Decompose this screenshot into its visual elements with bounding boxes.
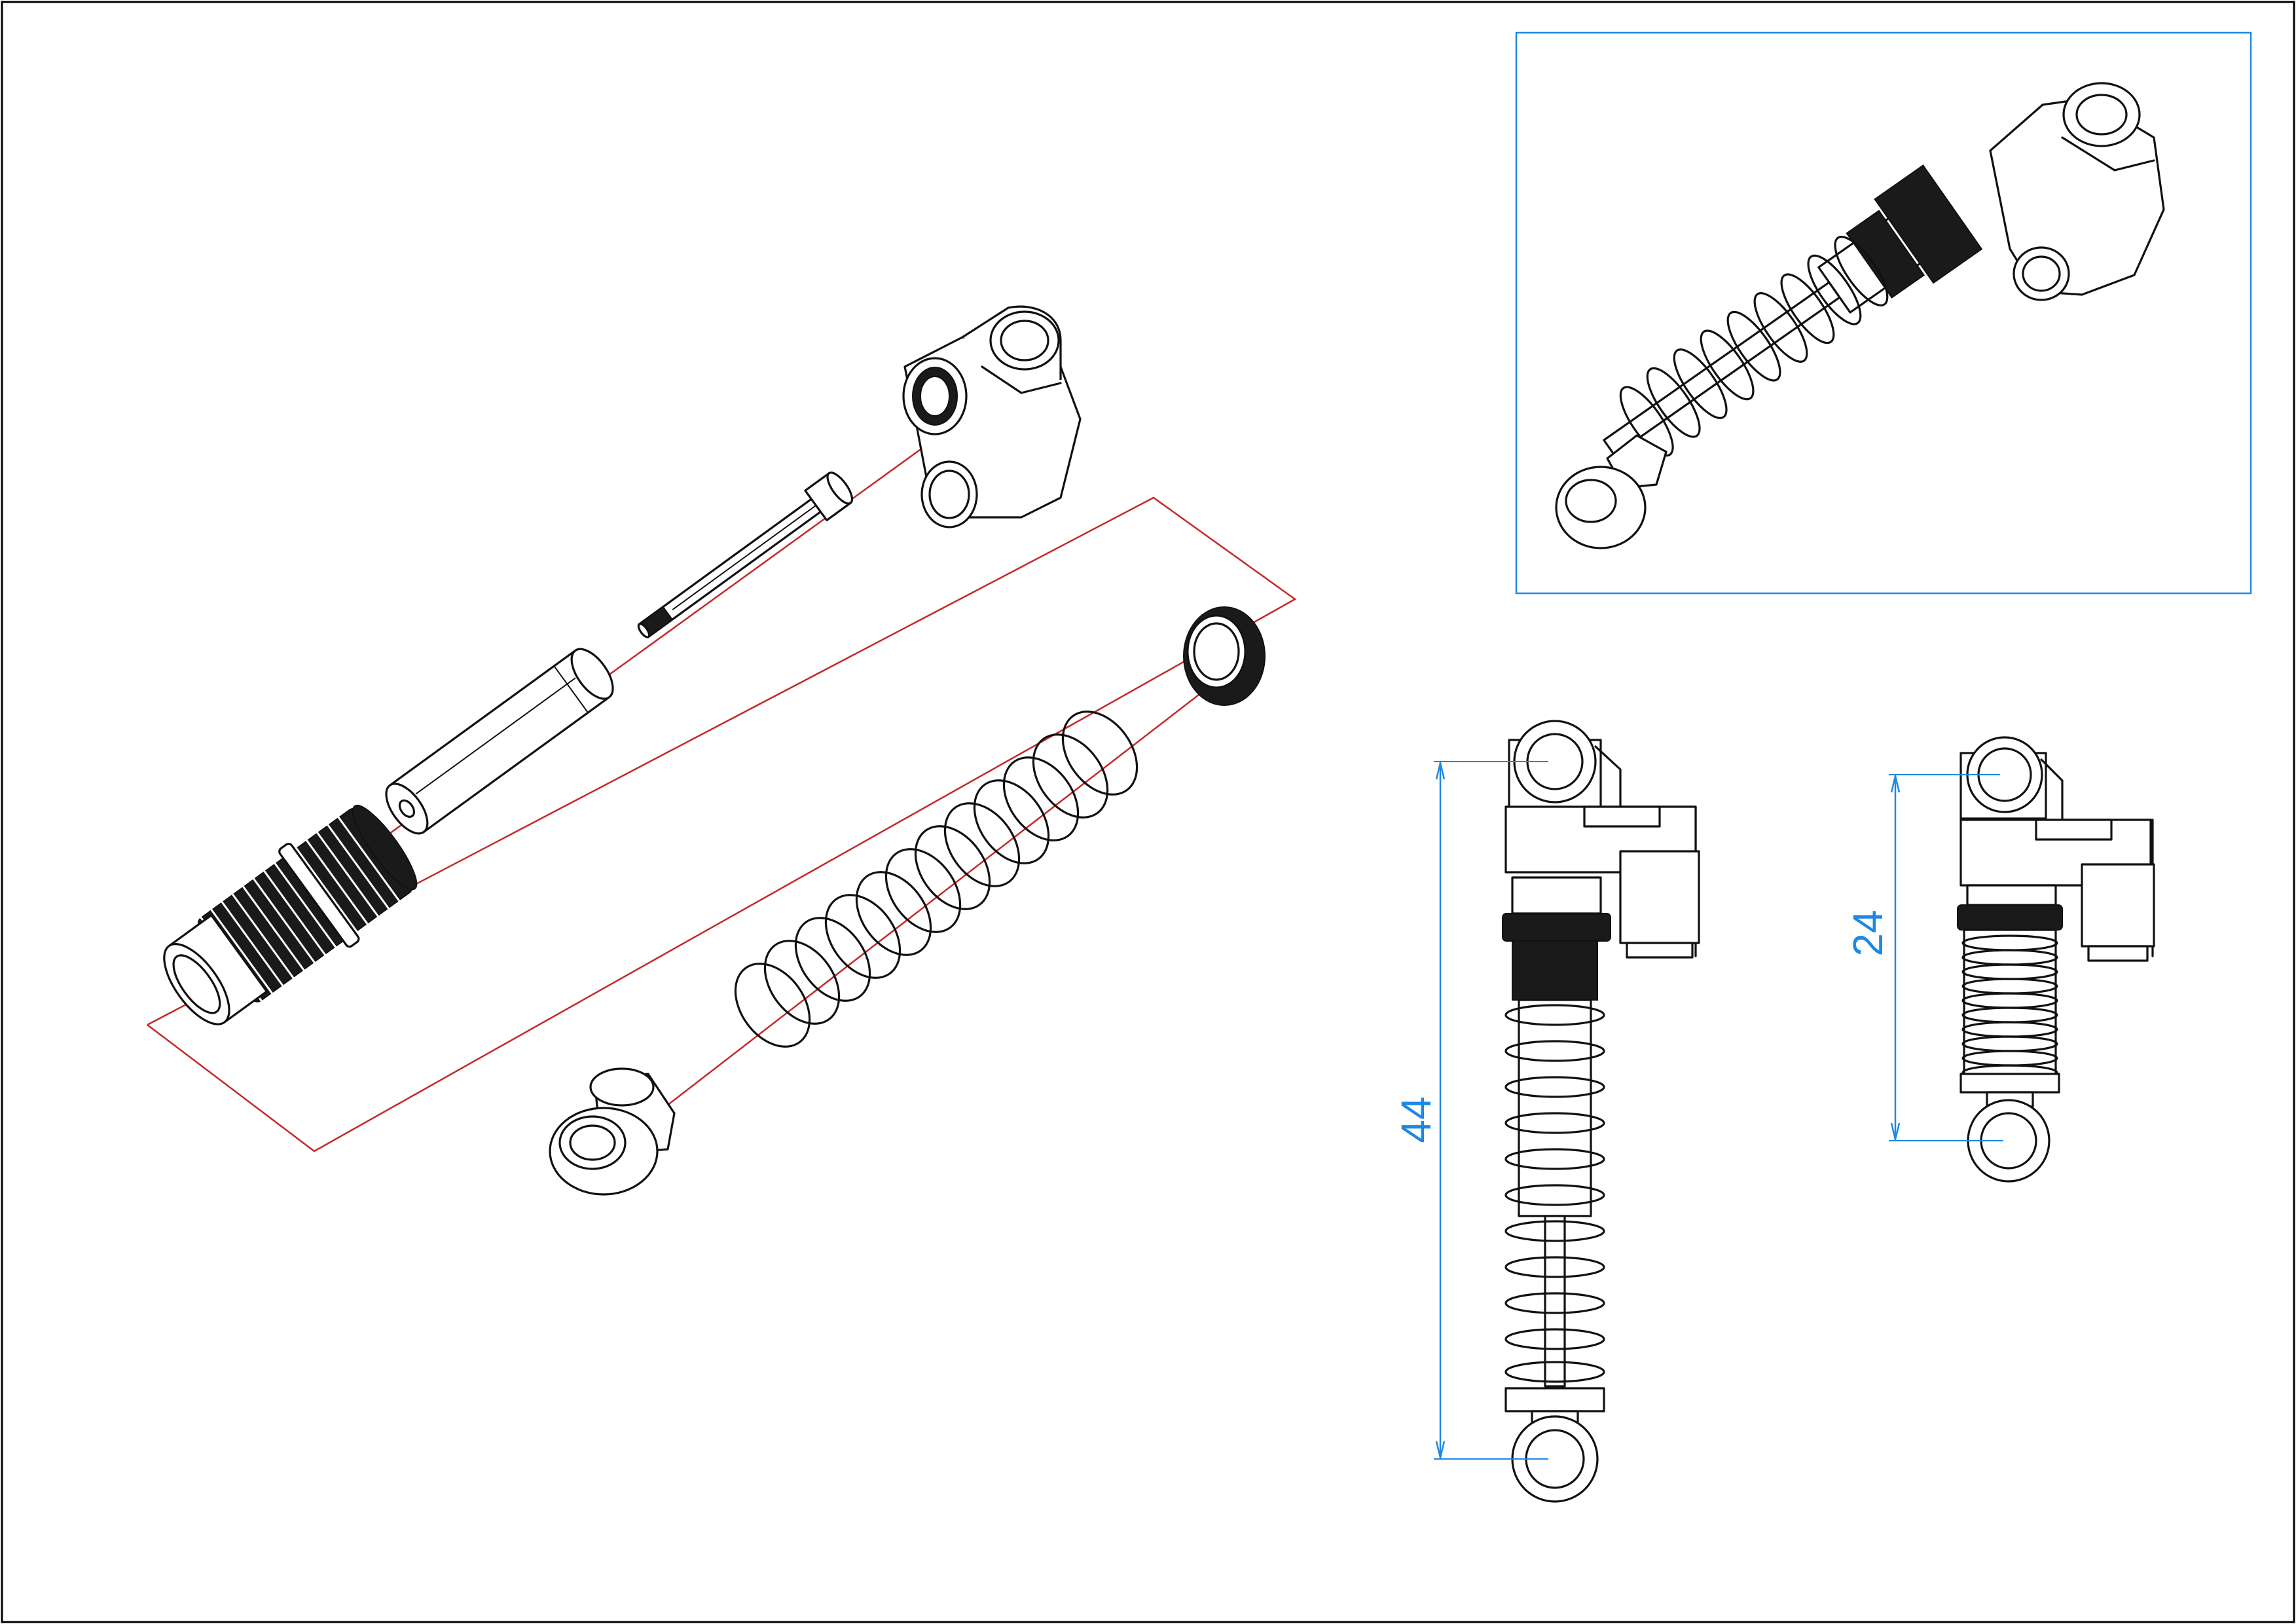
dimension-compressed: 24: [1844, 774, 2003, 1141]
extended-spring: [1504, 1004, 1605, 1383]
dimension-44-label: 44: [1393, 1096, 1440, 1143]
exploded-view: [147, 305, 1297, 1196]
rod-end: [549, 1067, 676, 1196]
dimension-24-label: 24: [1844, 910, 1891, 956]
spring-collar: [1183, 606, 1266, 706]
shock-body: [163, 805, 418, 1025]
extended-front-view: [1502, 720, 1700, 1503]
coil-spring: [734, 710, 1139, 1048]
compressed-front-view: [1957, 736, 2155, 1183]
assembled-isometric-inset: [1515, 31, 2252, 595]
dimension-extended: 44: [1393, 761, 1548, 1460]
piston-rod: [637, 471, 854, 638]
shock-sleeve: [385, 648, 614, 835]
top-mount: [902, 305, 1082, 528]
compressed-spring: [1961, 934, 2058, 1081]
